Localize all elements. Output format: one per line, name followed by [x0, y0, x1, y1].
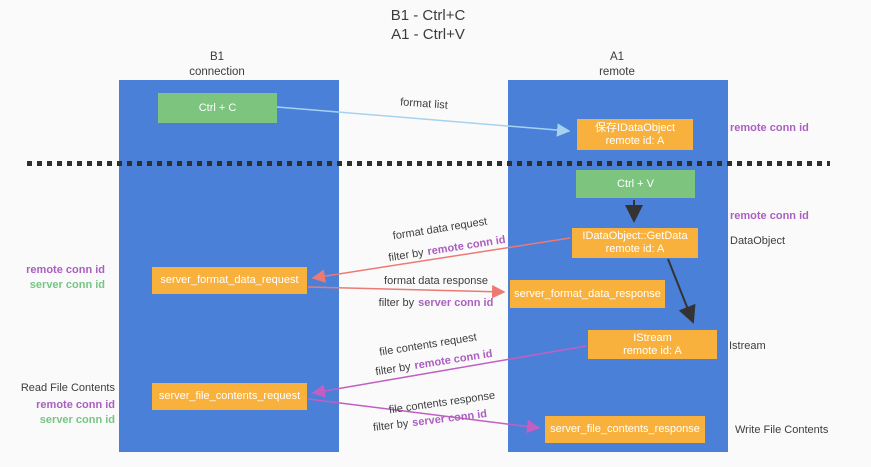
left-remote-conn-id-bottom: remote conn id — [36, 399, 115, 411]
page-title: B1 - Ctrl+C A1 - Ctrl+V — [328, 6, 528, 44]
server-conn-id-text: server conn id — [418, 297, 494, 309]
node-server-format-data-response: server_format_data_response — [510, 280, 665, 308]
lane-header-a1-role: remote — [599, 66, 635, 78]
left-server-conn-id-bottom: server conn id — [39, 414, 115, 426]
node-save-idataobject-line2: remote id: A — [605, 134, 665, 147]
node-server-file-contents-request-label: server_file_contents_request — [158, 390, 301, 402]
node-ctrl-v-label: Ctrl + V — [617, 177, 654, 190]
edge-label-format-list-text: format list — [399, 96, 449, 112]
node-idataobject-getdata: IDataObject::GetData remote id: A — [572, 228, 698, 258]
node-idataobject-getdata-line2: remote id: A — [605, 243, 665, 255]
node-server-format-data-request: server_format_data_request — [152, 267, 307, 294]
lane-header-b1: B1 connection — [157, 50, 277, 80]
edge-label-format-list: format list — [400, 96, 448, 111]
node-ctrl-v: Ctrl + V — [576, 170, 695, 198]
title-line-2: A1 - Ctrl+V — [391, 26, 465, 43]
lane-header-b1-name: B1 — [209, 51, 225, 63]
node-server-file-contents-response-label: server_file_contents_response — [550, 423, 700, 435]
node-server-format-data-response-label: server_format_data_response — [514, 287, 661, 300]
right-remote-conn-id-mid: remote conn id — [730, 210, 809, 222]
dataobject-label: DataObject — [730, 235, 786, 247]
filter-by-text: filter by — [387, 246, 425, 265]
filter-by-text: filter by — [378, 297, 415, 309]
lane-header-a1: A1 remote — [557, 50, 677, 80]
lane-header-b1-role: connection — [189, 66, 245, 78]
node-server-file-contents-response: server_file_contents_response — [545, 416, 705, 443]
node-ctrl-c-label: Ctrl + C — [198, 101, 237, 114]
read-file-contents-label: Read File Contents — [20, 382, 115, 394]
node-idataobject-getdata-line1: IDataObject::GetData — [582, 230, 688, 242]
node-istream: IStream remote id: A — [588, 330, 717, 359]
remote-conn-id-text: remote conn id — [426, 233, 507, 259]
node-save-idataobject: 保存IDataObject remote id: A — [577, 119, 693, 150]
left-conn-id-labels-top: remote conn id server conn id — [15, 263, 105, 293]
session-divider-dashed-line — [27, 161, 830, 166]
left-labels-bottom: Read File Contents remote conn id server… — [13, 381, 115, 428]
right-remote-conn-id-top: remote conn id — [730, 122, 809, 134]
node-ctrl-c: Ctrl + C — [158, 93, 277, 123]
edge-label-format-data-response: format data response — [384, 275, 488, 287]
node-server-format-data-request-label: server_format_data_request — [160, 274, 299, 286]
istream-label: Istream — [729, 340, 766, 352]
left-remote-conn-id-top: remote conn id — [26, 264, 105, 276]
node-server-file-contents-request: server_file_contents_request — [152, 383, 307, 410]
left-server-conn-id-top: server conn id — [29, 279, 105, 291]
node-istream-line1: IStream — [633, 331, 672, 344]
node-save-idataobject-line1: 保存IDataObject — [594, 121, 676, 134]
filter-by-text: filter by — [374, 360, 412, 379]
edge-label-format-data-response-text: format data response — [384, 275, 488, 287]
filter-by-text: filter by — [372, 417, 410, 434]
lane-header-a1-name: A1 — [609, 51, 625, 63]
node-istream-line2: remote id: A — [623, 344, 682, 357]
title-line-1: B1 - Ctrl+C — [390, 7, 466, 24]
write-file-contents-label: Write File Contents — [735, 424, 829, 436]
